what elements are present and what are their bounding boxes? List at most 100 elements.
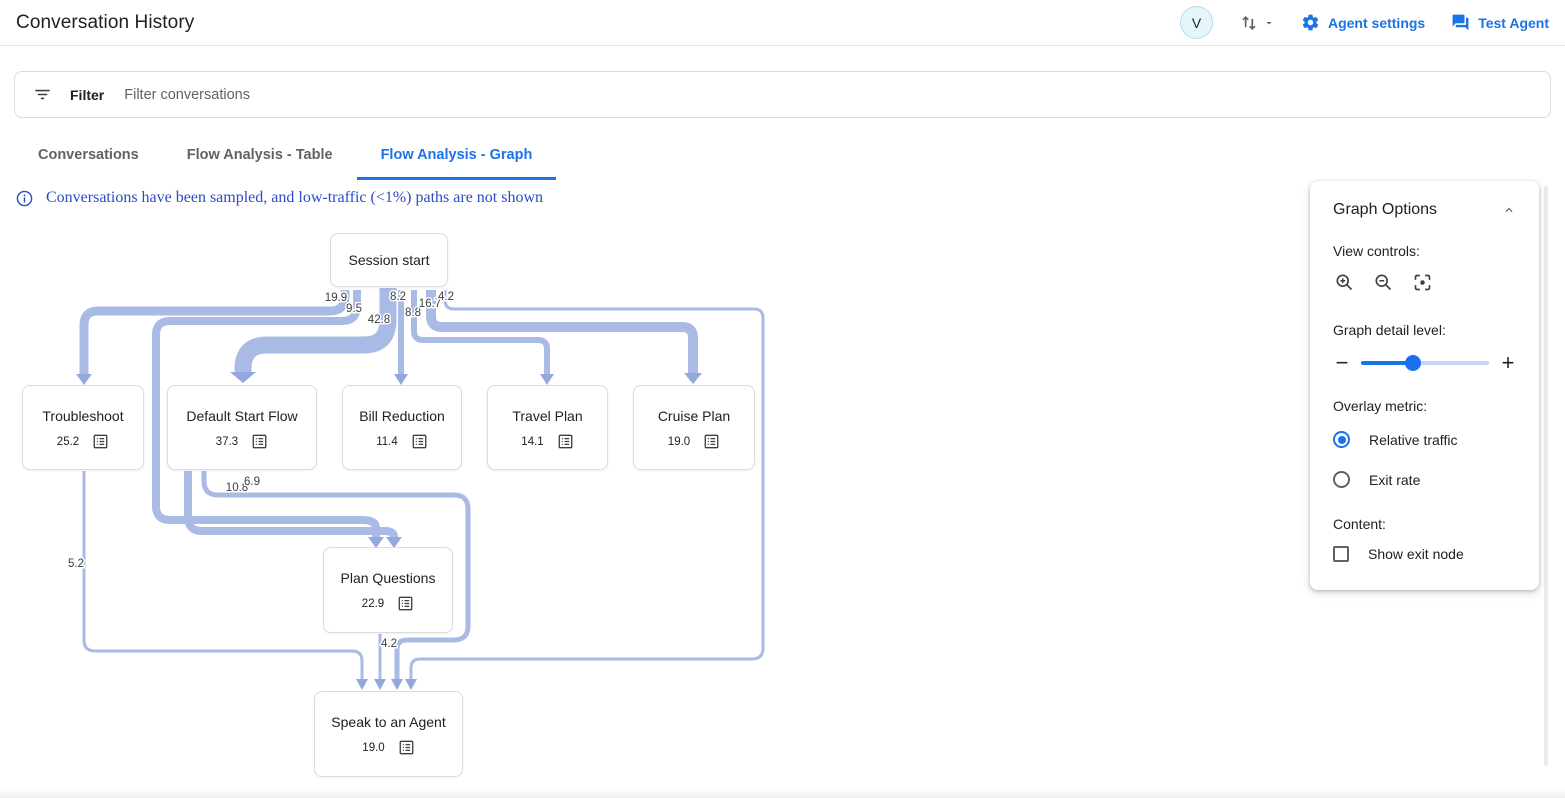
zoom-in-button[interactable]	[1333, 271, 1356, 294]
filter-bar[interactable]: Filter	[14, 71, 1551, 118]
view-controls-label: View controls:	[1333, 243, 1420, 259]
agent-settings-button[interactable]: Agent settings	[1301, 13, 1425, 32]
graph-options-panel: Graph Options View controls:	[1310, 181, 1539, 590]
list-alt-icon	[412, 434, 427, 449]
tab-conversations[interactable]: Conversations	[38, 146, 139, 163]
flow-edge-session-cruise-plan	[426, 290, 698, 373]
test-agent-button[interactable]: Test Agent	[1451, 13, 1549, 32]
radio-exit-rate[interactable]: Exit rate	[1333, 471, 1517, 488]
filter-icon	[35, 89, 50, 100]
radio-relative-traffic[interactable]: Relative traffic	[1333, 431, 1517, 448]
detail-decrease-button[interactable]: −	[1335, 350, 1349, 375]
list-alt-icon	[93, 434, 108, 449]
checkbox-icon	[1333, 546, 1349, 562]
flow-edge-troubleshoot-speak-to-an-agent	[82, 471, 364, 679]
tab-flow-analysis-graph[interactable]: Flow Analysis - Graph	[356, 132, 557, 180]
node-details-button[interactable]	[703, 433, 720, 450]
node-title: Bill Reduction	[359, 408, 445, 424]
node-title: Session start	[348, 252, 430, 268]
node-title: Cruise Plan	[657, 408, 731, 424]
flow-edge-arrow	[374, 679, 386, 690]
flow-node-cruise-plan[interactable]: Cruise Plan 19.0	[633, 385, 755, 470]
flow-edge-session-speak-to-an-agent	[409, 290, 765, 679]
flow-edge-default-start-flow-plan-questions	[184, 471, 398, 538]
flow-node-plan-questions[interactable]: Plan Questions 22.9	[323, 547, 453, 633]
node-title: Plan Questions	[340, 570, 436, 586]
edge-traffic-label: 42.8	[368, 314, 390, 326]
zoom-out-button[interactable]	[1372, 271, 1395, 294]
recenter-graph-button[interactable]	[1411, 271, 1434, 294]
radio-label: Relative traffic	[1369, 431, 1458, 448]
edge-traffic-label: 9.5	[346, 303, 362, 315]
sampling-notice: Conversations have been sampled, and low…	[16, 189, 543, 207]
detail-slider-thumb[interactable]	[1405, 355, 1422, 371]
center-focus-icon	[1414, 274, 1431, 291]
flow-node-session-start[interactable]: Session start	[330, 233, 448, 287]
filter-label: Filter	[70, 86, 105, 103]
node-details-button[interactable]	[251, 433, 268, 450]
sampling-notice-text: Conversations have been sampled, and low…	[46, 189, 544, 206]
gear-icon	[1302, 14, 1319, 31]
edge-traffic-label: 4.2	[381, 638, 397, 650]
flow-edge-session-default-start-flow	[234, 288, 397, 372]
flow-edge-arrow	[76, 374, 92, 385]
app-header: Conversation History V Agent settings	[0, 0, 1565, 46]
flow-edge-arrow	[405, 679, 417, 690]
node-details-button[interactable]	[92, 433, 109, 450]
list-alt-icon	[558, 434, 573, 449]
flow-node-bill-reduction[interactable]: Bill Reduction 11.4	[342, 385, 462, 470]
sort-menu-button[interactable]	[1239, 13, 1275, 33]
agent-settings-label: Agent settings	[1327, 14, 1426, 31]
node-details-button[interactable]	[398, 739, 415, 756]
tab-flow-analysis-table[interactable]: Flow Analysis - Table	[186, 146, 333, 163]
info-icon	[16, 190, 33, 206]
node-traffic-value: 19.0	[362, 741, 385, 754]
flow-node-default-start-flow[interactable]: Default Start Flow 37.3	[167, 385, 317, 470]
graph-scrollbar[interactable]	[1544, 186, 1548, 766]
node-title: Speak to an Agent	[331, 714, 446, 730]
tab-bar: Conversations Flow Analysis - Table Flow…	[14, 132, 557, 180]
edge-traffic-label: 10.8	[226, 482, 248, 494]
node-details-button[interactable]	[397, 595, 414, 612]
radio-icon	[1333, 471, 1350, 488]
flow-edge-arrow	[230, 372, 256, 383]
page-title: Conversation History	[16, 11, 195, 33]
content-label: Content:	[1333, 516, 1386, 532]
collapse-panel-button[interactable]	[1501, 202, 1517, 218]
zoom-out-icon	[1375, 274, 1392, 291]
edge-traffic-label: 6.9	[244, 476, 260, 488]
sort-arrows-icon	[1242, 15, 1256, 30]
flow-edge-arrow	[540, 374, 554, 385]
flow-node-troubleshoot[interactable]: Troubleshoot 25.2	[22, 385, 144, 470]
bottom-fade	[0, 788, 1565, 798]
flow-node-travel-plan[interactable]: Travel Plan 14.1	[487, 385, 608, 470]
node-traffic-value: 37.3	[215, 435, 239, 448]
list-alt-icon	[704, 434, 719, 449]
flow-edge-arrow	[356, 679, 368, 690]
edge-traffic-label: 8.8	[405, 307, 421, 319]
radio-icon	[1333, 431, 1350, 448]
flow-edge-arrow	[684, 373, 702, 384]
avatar[interactable]: V	[1179, 6, 1213, 39]
flow-node-speak-to-an-agent[interactable]: Speak to an Agent 19.0	[314, 691, 463, 777]
flow-edge-session-travel-plan	[411, 290, 550, 374]
checkbox-show-exit-node[interactable]: Show exit node	[1333, 546, 1517, 562]
graph-detail-label: Graph detail level:	[1333, 322, 1446, 338]
flow-edge-arrow	[394, 374, 408, 385]
node-traffic-value: 22.9	[361, 597, 385, 610]
forum-chat-icon	[1452, 14, 1469, 31]
node-details-button[interactable]	[411, 433, 428, 450]
detail-slider-fill	[1361, 361, 1414, 365]
zoom-in-icon	[1336, 274, 1353, 291]
node-title: Travel Plan	[512, 408, 583, 424]
overlay-metric-label: Overlay metric:	[1333, 398, 1428, 414]
node-details-button[interactable]	[557, 433, 574, 450]
edge-traffic-label: 5.2	[68, 558, 84, 570]
list-alt-icon	[252, 434, 267, 449]
detail-increase-button[interactable]: +	[1501, 350, 1515, 375]
detail-slider[interactable]	[1361, 355, 1489, 371]
checkbox-label: Show exit node	[1368, 546, 1464, 562]
filter-input[interactable]	[122, 85, 1532, 104]
edge-traffic-label: 16.7	[419, 298, 441, 310]
graph-options-title: Graph Options	[1333, 201, 1438, 218]
